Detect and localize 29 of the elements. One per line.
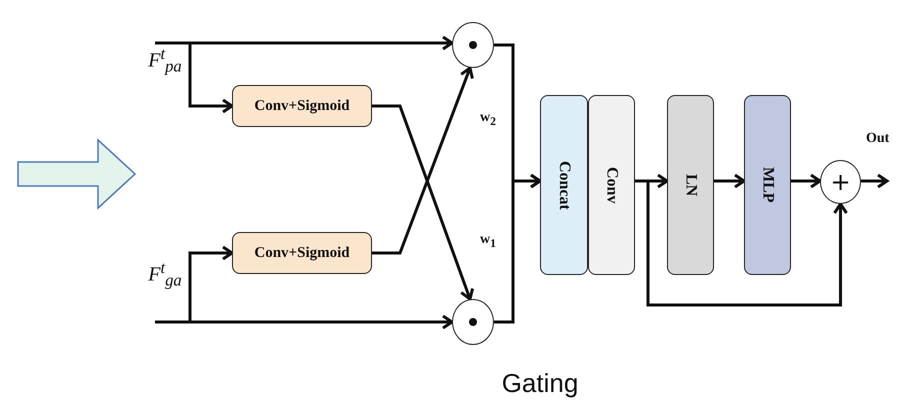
multiply-circle [452,22,494,68]
node-label: MLP [758,167,776,203]
process-box [667,95,714,275]
process-box [232,85,372,127]
node-label: Concat [555,160,573,210]
node-label: LN [682,174,700,196]
arrow [372,66,474,254]
process-box [540,95,588,275]
arrow [494,174,542,324]
arrow [791,174,822,188]
arrow [155,42,234,114]
process-box [588,95,635,275]
node-label: Conv [602,166,620,204]
arrow [155,246,234,324]
node-label: + [830,168,851,196]
edge-label: w$_{1}$ [480,232,496,250]
multiply-circle [452,299,494,345]
node-label: Conv+Sigmoid [254,98,350,114]
arrow [714,174,746,188]
edge-label: Out [866,131,890,147]
arrow [372,104,474,300]
edge-label: w$_{2}$ [480,110,496,128]
process-box [744,95,791,275]
caption: Gating [500,368,580,399]
arrow [635,180,848,306]
add-circle [820,160,861,204]
process-box [232,232,372,274]
node-label: Conv+Sigmoid [254,244,350,262]
arrow [861,174,888,188]
